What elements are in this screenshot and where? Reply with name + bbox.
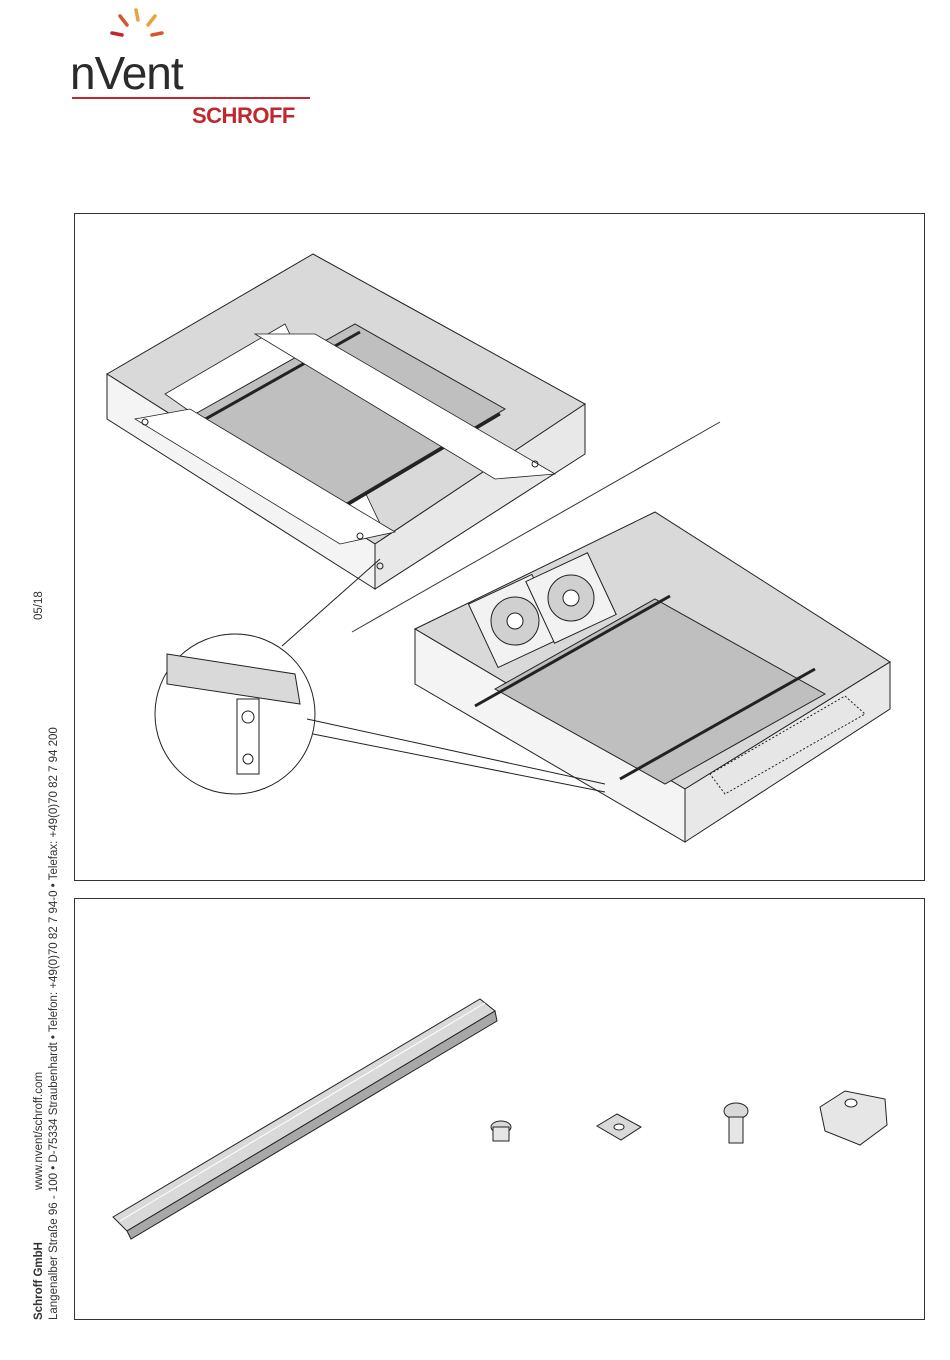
logo-schroff-text: SCHROFF bbox=[192, 103, 295, 129]
nvent-schroff-logo: nVent SCHROFF bbox=[70, 6, 320, 126]
enclosure-without-fans bbox=[107, 254, 585, 589]
parts-drawing bbox=[75, 899, 924, 1319]
company-name: Schroff GmbH bbox=[32, 1242, 47, 1320]
address-text: Langenalber Straße 96 - 100 • D-75334 St… bbox=[47, 727, 62, 1320]
clip-part bbox=[820, 1091, 887, 1145]
enclosure-with-fans bbox=[415, 512, 890, 842]
assembly-drawing bbox=[75, 214, 924, 880]
screw-part bbox=[491, 1121, 511, 1141]
square-nut-part bbox=[597, 1114, 641, 1140]
guide-rail-part bbox=[113, 999, 497, 1239]
parts-panel bbox=[74, 898, 925, 1320]
logo-divider bbox=[72, 97, 310, 99]
website-text: www.nvent/schroff.com bbox=[32, 1072, 47, 1190]
assembly-illustration-panel bbox=[74, 213, 925, 881]
logo-nvent-text: nVent bbox=[70, 50, 183, 96]
contact-sidebar: Schroff GmbH www.nvent/schroff.com 05/18… bbox=[32, 590, 72, 1320]
date-code: 05/18 bbox=[32, 591, 47, 620]
bolt-part bbox=[724, 1103, 748, 1143]
